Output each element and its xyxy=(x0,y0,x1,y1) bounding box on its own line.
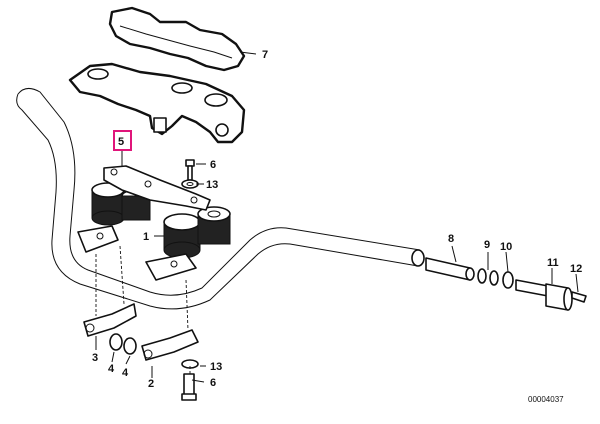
clamp-left-part xyxy=(77,225,119,253)
callout-10: 10 xyxy=(500,241,512,253)
handlebar-tube-part xyxy=(16,88,425,310)
clamp-right-part xyxy=(145,253,197,281)
screw-top-part xyxy=(185,159,195,181)
ring-9-part xyxy=(477,268,499,286)
callout-2: 2 xyxy=(148,378,154,390)
callout-4-left: 4 xyxy=(108,363,115,375)
screw-bottom-part xyxy=(181,373,197,401)
riser-bush-left-part xyxy=(91,182,151,226)
riser-bush-right-part xyxy=(163,206,231,259)
callout-6-top: 6 xyxy=(210,159,216,171)
callout-13-top: 13 xyxy=(206,179,218,191)
callout-3: 3 xyxy=(92,352,98,364)
bar-end-weight-part xyxy=(515,279,573,311)
lower-lever-2-part xyxy=(141,329,199,361)
bracket-plate-part xyxy=(103,165,211,211)
callout-11: 11 xyxy=(547,257,559,269)
callout-6-bottom: 6 xyxy=(210,377,216,389)
callout-1: 1 xyxy=(143,231,149,243)
ring-10-part xyxy=(502,271,514,289)
rubber-cover-part xyxy=(108,6,246,72)
diagram-number: 00004037 xyxy=(528,395,564,404)
callout-9: 9 xyxy=(484,239,490,251)
assembly-line-right xyxy=(185,279,191,374)
lower-lever-3-part xyxy=(83,303,137,337)
callout-12: 12 xyxy=(570,263,582,275)
bar-end-insert-part xyxy=(425,257,475,281)
bush-4-part xyxy=(109,333,137,355)
screw-12-part xyxy=(571,291,587,303)
callout-4-right: 4 xyxy=(122,367,129,379)
callout-13-bottom: 13 xyxy=(210,361,222,373)
leader-lines xyxy=(95,51,579,383)
fork-bridge-part xyxy=(68,62,246,144)
callout-8: 8 xyxy=(448,233,454,245)
callout-7: 7 xyxy=(262,49,268,61)
assembly-line-left xyxy=(95,245,125,316)
washer-top-part xyxy=(181,179,199,189)
callout-5: 5 xyxy=(118,136,124,148)
highlight-box xyxy=(113,130,132,151)
